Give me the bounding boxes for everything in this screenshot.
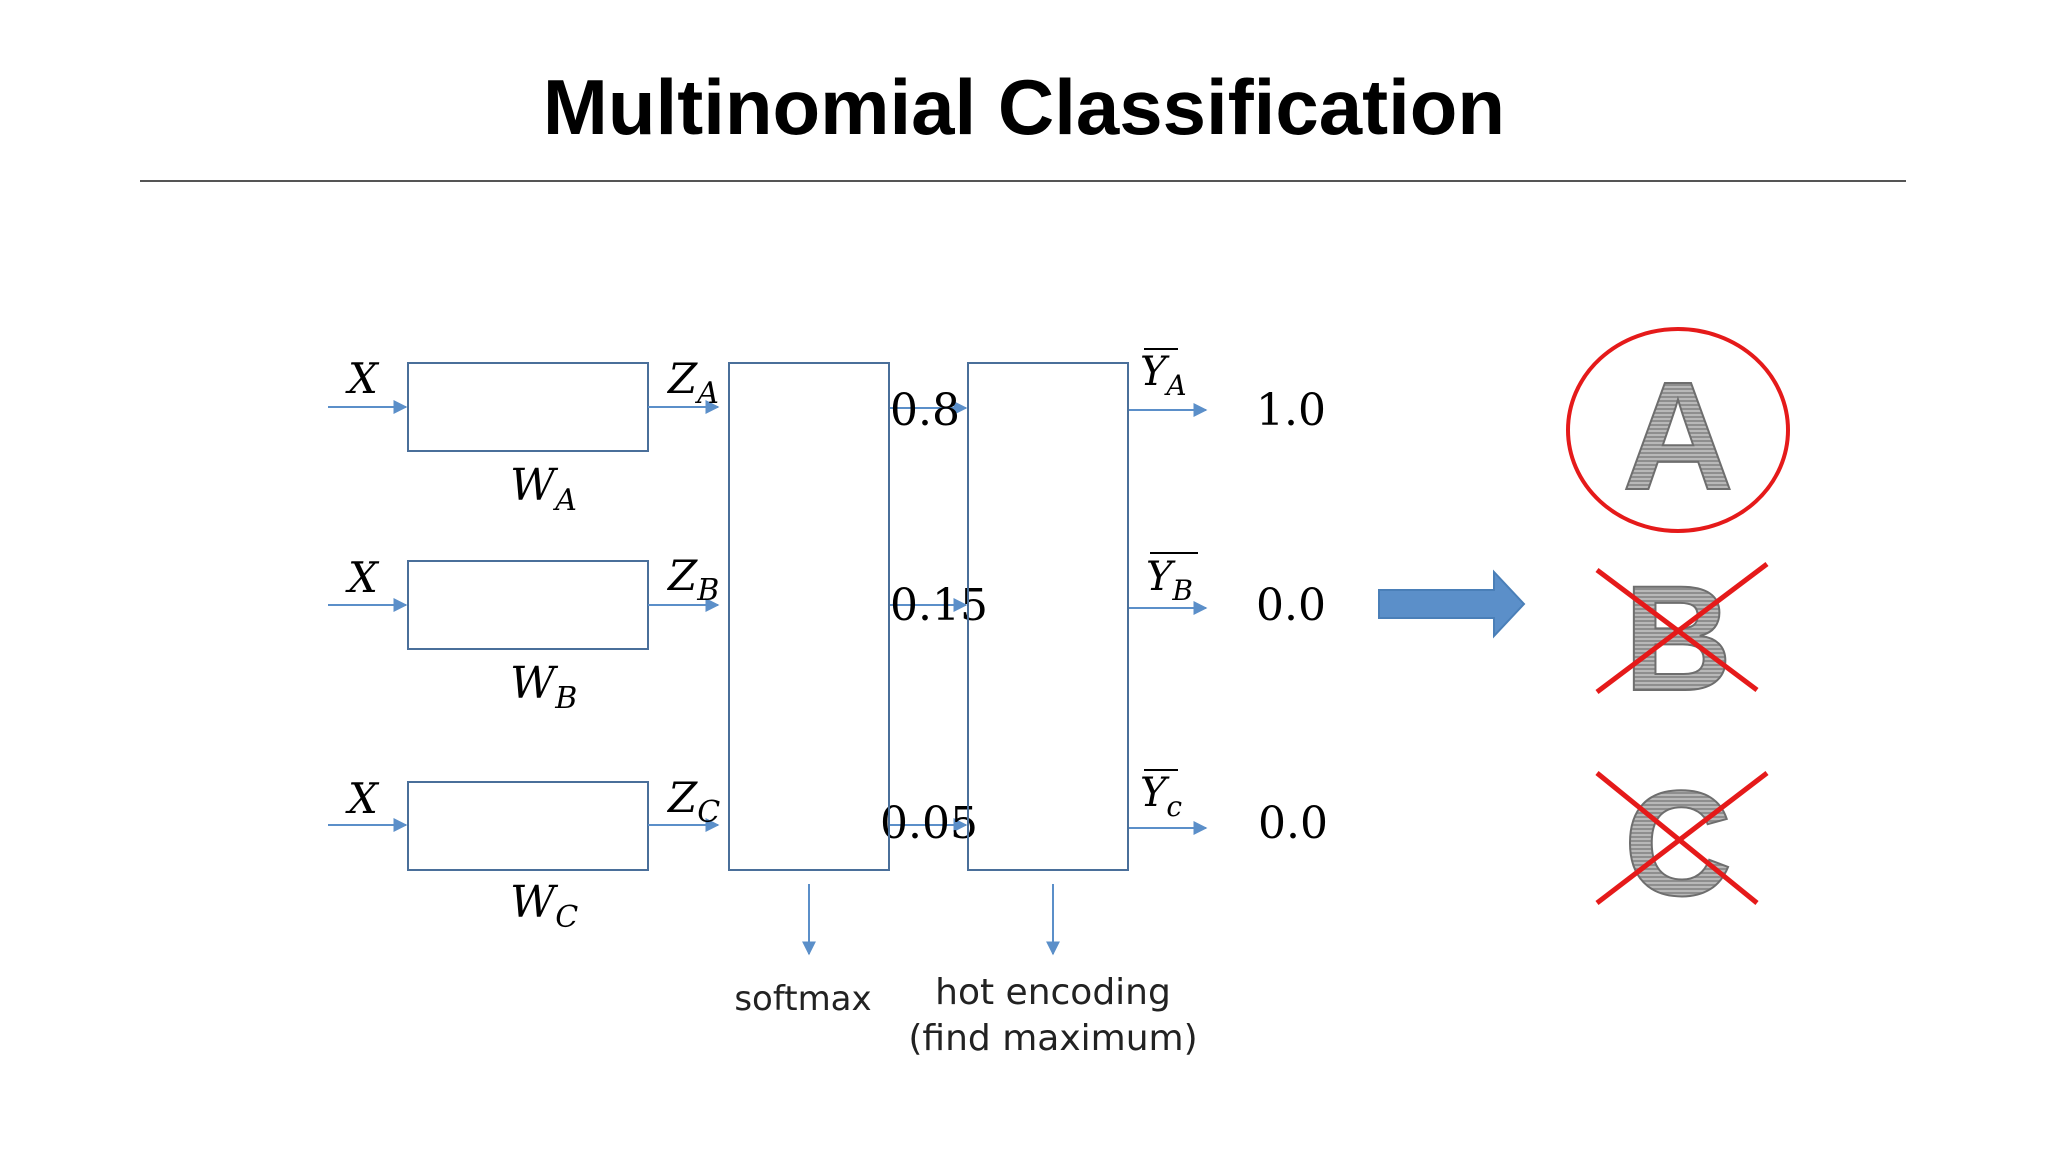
weight-box-a [408,363,648,451]
output-label-a: YA [1140,349,1187,402]
softmax-box [729,363,889,870]
probability-c: 0.05 [880,798,978,849]
logit-label-b: ZB [666,551,719,608]
output-label-c: Yc [1140,770,1182,823]
weight-box-c [408,782,648,870]
softmax-label: softmax [734,979,871,1019]
logit-label-c: ZC [666,773,720,830]
onehot-c: 0.0 [1258,798,1328,849]
row-c: X WC ZC 0.05 Yc 0.0 [328,770,1328,935]
weight-label-a: WA [510,460,577,518]
input-x-c: X [345,774,380,823]
weight-label-c: WC [510,877,578,935]
find-maximum-label: (find maximum) [908,1018,1197,1059]
probability-b: 0.15 [890,580,988,631]
weight-label-b: WB [510,658,577,716]
onehot-a: 1.0 [1256,385,1326,436]
output-label-b: YB [1146,554,1193,607]
class-letter-a: A [1622,350,1733,522]
row-b: X WB ZB 0.15 YB 0.0 [328,551,1326,716]
hot-encoding-box [968,363,1128,870]
class-letter-b: B [1624,554,1732,722]
input-x-b: X [345,553,380,602]
row-a: X WA ZA 0.8 YA 1.0 [328,349,1326,518]
probability-a: 0.8 [890,385,960,436]
hot-encoding-label: hot encoding [935,972,1171,1013]
input-x-a: X [345,354,380,403]
onehot-b: 0.0 [1256,580,1326,631]
logit-label-a: ZA [666,354,719,411]
weight-box-b [408,561,648,649]
big-right-arrow [1379,572,1524,636]
